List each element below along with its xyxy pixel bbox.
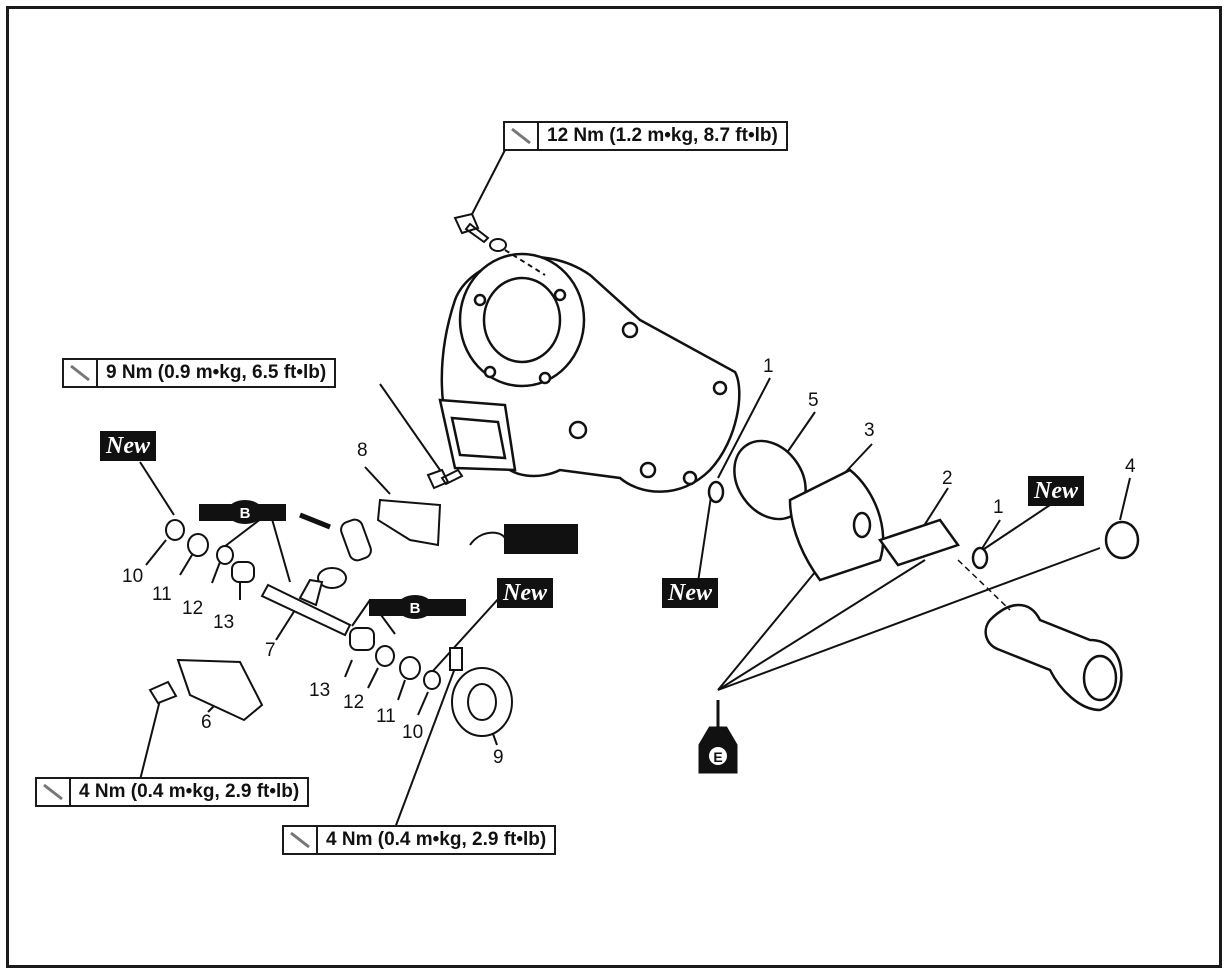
cylinder-washer-icon bbox=[489, 238, 507, 252]
torque-value: 12 Nm (1.2 m•kg, 8.7 ft•lb) bbox=[547, 125, 778, 146]
part-number: 12 bbox=[343, 692, 365, 713]
torque-spec-housing: 9 Nm (0.9 m•kg, 6.5 ft•lb) bbox=[62, 358, 337, 388]
new-tag: New bbox=[1028, 476, 1084, 506]
part-number: 11 bbox=[152, 584, 172, 605]
part-number: 8 bbox=[357, 440, 368, 461]
part-number: 9 bbox=[493, 747, 504, 768]
leader-new-clip2 bbox=[974, 504, 1051, 556]
small-end-bearing bbox=[1104, 520, 1140, 560]
leader-pulley-bolt bbox=[394, 659, 459, 829]
part-number: 11 bbox=[376, 706, 396, 727]
torque-wrench-icon bbox=[284, 827, 318, 853]
part-number: 2 bbox=[942, 468, 953, 489]
bracket-bolt-icon bbox=[148, 680, 178, 705]
torque-value: 4 Nm (0.4 m•kg, 2.9 ft•lb) bbox=[79, 781, 300, 802]
part-number: 6 bbox=[201, 712, 212, 733]
grease-symbol-left: B bbox=[227, 500, 263, 524]
part-number: 10 bbox=[402, 722, 424, 743]
part-number: 5 bbox=[808, 390, 819, 411]
torque-spec-cylinder: 12 Nm (1.2 m•kg, 8.7 ft•lb) bbox=[503, 121, 788, 151]
torque-wrench-icon bbox=[64, 360, 98, 386]
new-tag: New bbox=[662, 578, 718, 608]
piston-pin-icon bbox=[877, 518, 961, 567]
clip-right bbox=[971, 546, 989, 570]
svg-text:B: B bbox=[240, 505, 251, 522]
svg-text:B: B bbox=[410, 600, 421, 617]
piston-icon bbox=[788, 468, 885, 582]
torque-value: 4 Nm (0.4 m•kg, 2.9 ft•lb) bbox=[326, 829, 547, 850]
leader-cylinder-bolt bbox=[467, 149, 506, 223]
cylinder-block bbox=[438, 252, 741, 493]
part-number: 3 bbox=[864, 420, 875, 441]
torque-spec-pulley: 4 Nm (0.4 m•kg, 2.9 ft•lb) bbox=[282, 825, 557, 855]
diagram-frame bbox=[6, 6, 1222, 968]
bracket-6-icon bbox=[176, 658, 264, 722]
sealant-tube bbox=[504, 524, 578, 554]
torque-wrench-icon bbox=[37, 779, 71, 805]
lever-8-icon bbox=[376, 498, 442, 547]
clip-left bbox=[707, 480, 725, 504]
cylinder-bolt-icon bbox=[453, 212, 490, 244]
oil-symbol: E bbox=[698, 700, 738, 774]
leader-oil-bearing bbox=[717, 547, 1101, 691]
part-number: 10 bbox=[122, 566, 144, 587]
leader-oil-piston bbox=[717, 559, 826, 691]
torque-value: 9 Nm (0.9 m•kg, 6.5 ft•lb) bbox=[106, 362, 327, 383]
leader-housing-bolt bbox=[379, 383, 441, 471]
part-number: 1 bbox=[763, 356, 774, 377]
part-number: 13 bbox=[213, 612, 235, 633]
grease-symbol-right: B bbox=[397, 595, 433, 619]
shaft-7-icon bbox=[260, 578, 352, 637]
leader-new-clip bbox=[697, 489, 713, 583]
svg-text:E: E bbox=[713, 749, 722, 765]
leader-new-pulley bbox=[431, 596, 501, 673]
housing-bolt-icon bbox=[426, 468, 464, 490]
torque-wrench-icon bbox=[505, 123, 539, 149]
part-number: 13 bbox=[309, 680, 331, 701]
leader-oil-pin bbox=[717, 559, 926, 691]
leader-bracket-bolt bbox=[139, 699, 161, 781]
part-number: 12 bbox=[182, 598, 204, 619]
part-number: 1 bbox=[993, 497, 1004, 518]
torque-spec-bracket: 4 Nm (0.4 m•kg, 2.9 ft•lb) bbox=[35, 777, 310, 807]
new-tag: New bbox=[497, 578, 553, 608]
leader-new-10 bbox=[139, 461, 175, 516]
new-tag: New bbox=[100, 431, 156, 461]
part-number: 7 bbox=[265, 640, 276, 661]
part-number: 4 bbox=[1125, 456, 1136, 477]
